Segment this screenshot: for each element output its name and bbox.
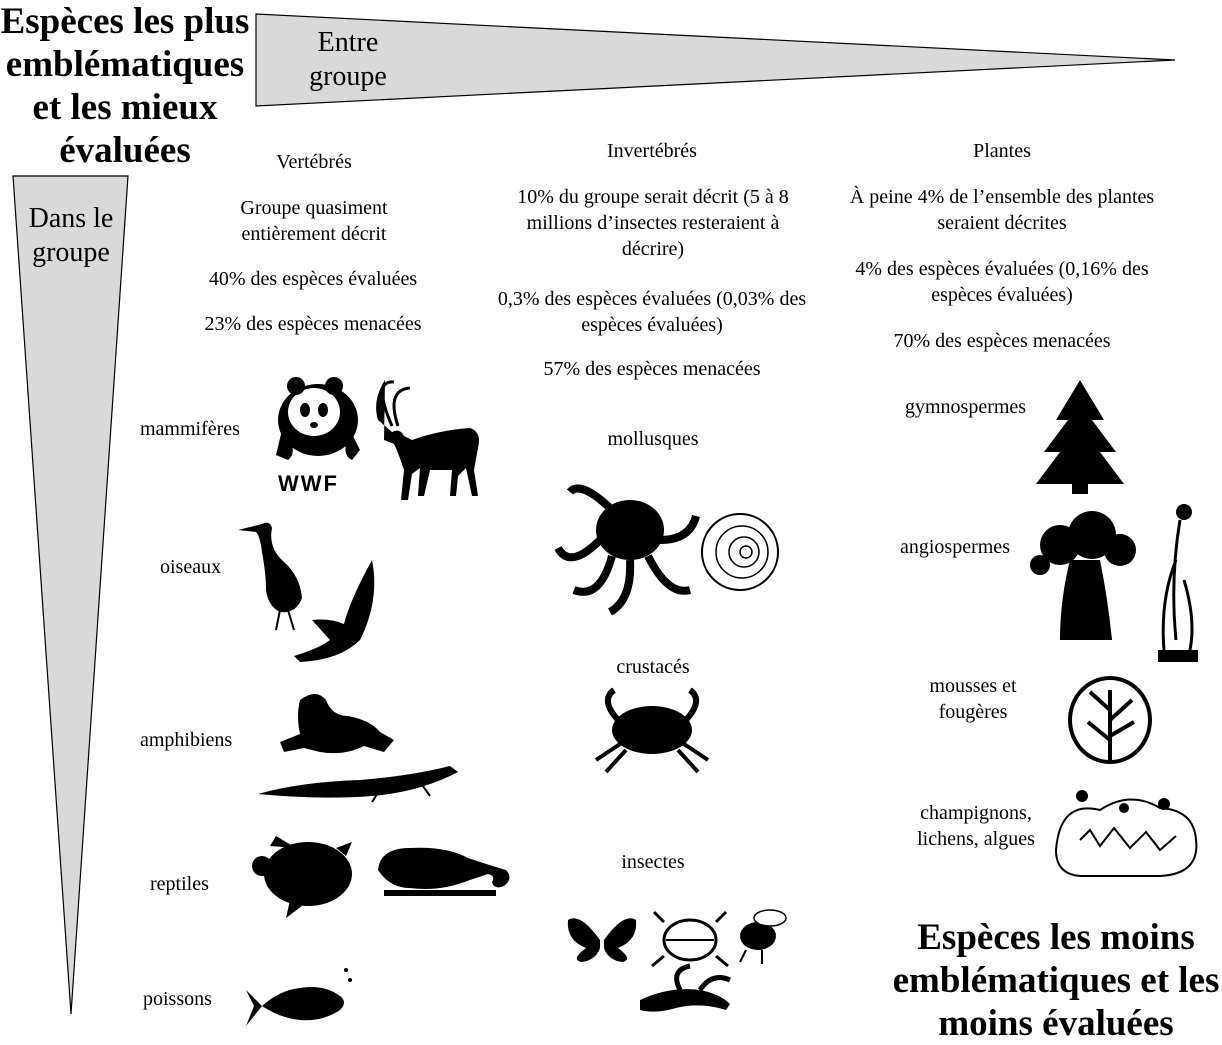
- crab-icon: [594, 687, 710, 774]
- fungi-lichens-algae-label: champignons, lichens, algues: [917, 802, 1035, 850]
- within-group-label: Dans le groupe: [28, 203, 114, 268]
- plants-description: À peine 4% de l’ensemble des plantes ser…: [849, 186, 1155, 234]
- bee-icon: [739, 909, 787, 964]
- reptiles-label: reptiles: [150, 873, 209, 895]
- orchid-icon: [1158, 504, 1198, 662]
- fish-icon: [246, 968, 352, 1026]
- swallow-icon: [294, 560, 375, 662]
- amphibians-label: amphibiens: [140, 729, 233, 751]
- octopus-icon: [554, 484, 700, 616]
- within-group-triangle: [12, 175, 129, 1015]
- plants-heading: Plantes: [973, 140, 1031, 162]
- plants-evaluated: 4% des espèces évaluées (0,16% des espèc…: [855, 258, 1149, 306]
- fish-label: poissons: [143, 988, 212, 1010]
- invertebrates-threatened: 57% des espèces menacées: [543, 358, 761, 380]
- mosses-ferns-label: mousses et fougères: [929, 675, 1017, 723]
- molluscs-label: mollusques: [607, 428, 699, 450]
- salamander-icon: [258, 766, 458, 803]
- moss-fern-icon: [1068, 676, 1152, 764]
- frog-icon: [280, 694, 394, 754]
- crustaceans-label: crustacés: [616, 656, 690, 678]
- birds-label: oiseaux: [160, 556, 222, 578]
- vertebrates-evaluated: 40% des espèces évaluées: [208, 268, 418, 290]
- least-emblematic-title: Espèces les moins emblématiques et les m…: [892, 917, 1220, 1044]
- baobab-icon: [1030, 511, 1136, 640]
- ibex-icon: [376, 380, 479, 500]
- ammonite-icon: [701, 513, 779, 591]
- between-group-label: Entre groupe: [309, 27, 387, 92]
- invertebrates-heading: Invertébrés: [607, 140, 697, 162]
- heron-icon: [238, 522, 302, 631]
- turtle-icon: [252, 836, 352, 918]
- most-emblematic-title: Espèces les plus emblématiques et les mi…: [0, 1, 250, 171]
- lichen-icon: [1054, 790, 1198, 877]
- vertebrates-threatened: 23% des espèces menacées: [204, 313, 422, 335]
- angiosperms-label: angiospermes: [900, 536, 1010, 558]
- butterfly-icon: [567, 918, 637, 962]
- vertebrates-description: Groupe quasiment entièrement décrit: [240, 197, 388, 245]
- gymnosperms-label: gymnospermes: [905, 396, 1027, 418]
- invertebrates-evaluated: 0,3% des espèces évaluées (0,03% des esp…: [497, 288, 807, 336]
- panda-icon: [276, 377, 360, 460]
- mammals-label: mammifères: [140, 418, 240, 440]
- plants-threatened: 70% des espèces menacées: [893, 330, 1111, 352]
- wwf-logo-text: WWF: [278, 471, 339, 496]
- invertebrates-description: 10% du groupe serait décrit (5 à 8 milli…: [517, 186, 789, 260]
- insects-label: insectes: [621, 851, 685, 873]
- crayfish-icon: [640, 963, 732, 1012]
- fir-tree-icon: [1036, 380, 1124, 494]
- vertebrates-heading: Vertébrés: [276, 151, 352, 173]
- chameleon-icon: [378, 847, 510, 896]
- between-group-triangle: [255, 13, 1176, 107]
- beetle-icon: [651, 910, 729, 968]
